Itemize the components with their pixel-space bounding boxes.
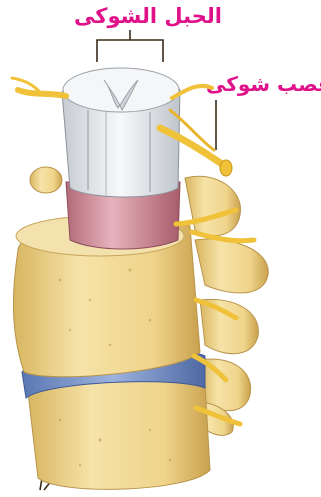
spinal-cord-pointer	[97, 30, 163, 62]
vertebral-body-lower	[28, 377, 210, 489]
nerve-root-ganglion	[220, 160, 232, 176]
